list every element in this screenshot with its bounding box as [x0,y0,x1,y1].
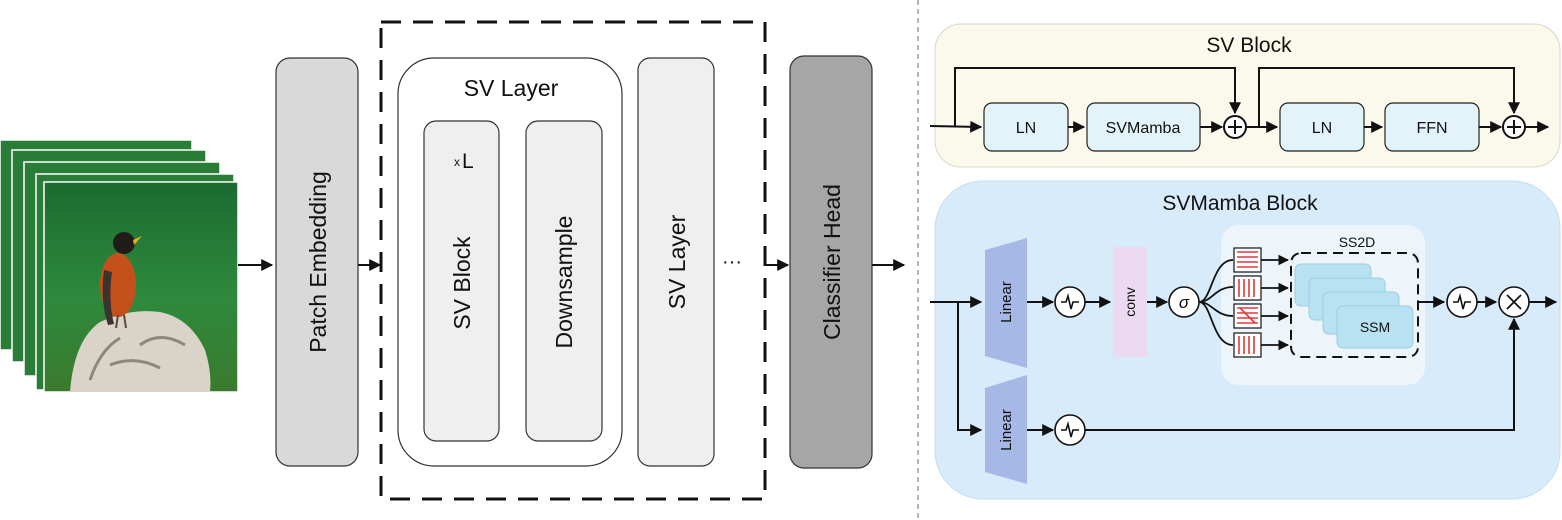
scan-pattern-icon [1233,332,1262,358]
activation-icon [1446,286,1478,318]
scan-to-ssm-arrows [1261,254,1290,351]
scan-pattern-icon [1233,275,1262,301]
arrow-in-linear-bottom [957,302,983,436]
sv-block-label: SV Block [449,236,475,330]
ellipsis: ··· [722,251,742,273]
conv-label: conv [1122,287,1138,317]
classifier-head-label: Classifier Head [819,184,845,340]
conv-box [1113,247,1147,357]
svmamba-label: SVMamba [1106,120,1181,137]
ssm-label: SSM [1360,319,1390,335]
stage-dashed-box [379,20,767,501]
ssm-dashed-box [1290,252,1419,358]
downsample-label: Downsample [551,216,577,349]
ffn-label: FFN [1416,120,1447,137]
sv-block-box [423,120,500,442]
sv-layer-title: SV Layer [464,75,559,101]
scan-pattern-icon [1233,247,1262,273]
residual-1 [954,67,1241,126]
scan-fanout [1198,259,1234,346]
plus-circle-icon [1223,115,1247,139]
bird-photo [43,181,239,393]
activation-icon [1054,414,1086,446]
ln1-label: LN [1016,120,1036,137]
repeat-mark-l: L [462,150,474,173]
linear-top [985,238,1027,368]
patch-embedding-label: Patch Embedding [305,171,331,353]
activation-icon [1054,286,1086,318]
classifier-head-box [789,55,873,469]
plus-circle-icon [1502,115,1526,139]
arrow-gate-to-mult [1085,317,1520,431]
multiply-icon [1498,286,1530,318]
sigma-icon: σ [1168,286,1200,318]
sv-layer-2-box [637,57,715,467]
linear-bottom-label: Linear [998,409,1015,451]
downsample-box [525,120,603,442]
scan-pattern-icon [1233,303,1262,329]
repeat-mark-x: x [454,155,460,169]
arrow-in-ln1 [929,120,983,133]
linear-bottom [985,375,1027,484]
sv-block-panel-title: SV Block [1206,34,1292,57]
svmamba-panel-title: SVMamba Block [1162,192,1318,215]
residual-2 [1258,67,1520,127]
ss2d-label: SS2D [1339,234,1376,250]
sigma-label: σ [1179,293,1190,312]
input-image-stack [0,139,239,393]
patch-embedding-box [275,57,359,467]
ssm-stack [1294,263,1414,349]
linear-top-label: Linear [998,281,1015,323]
sv-layer-2-label: SV Layer [664,214,690,309]
ln2-label: LN [1312,120,1332,137]
